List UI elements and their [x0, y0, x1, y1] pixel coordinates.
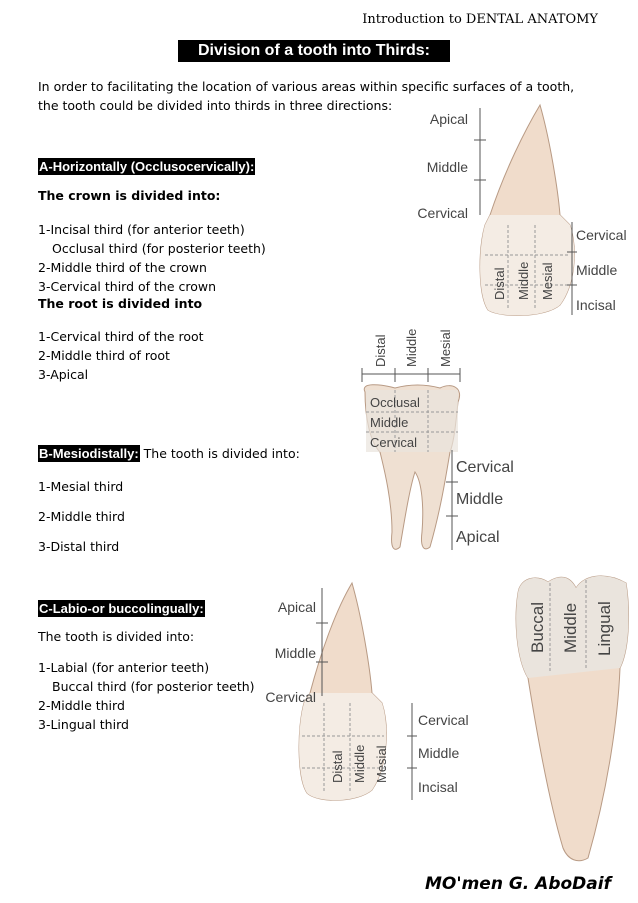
crown-item: 3-Cervical third of the crown — [38, 279, 217, 294]
section-c-heading: C-Labio-or buccolingually: — [38, 600, 205, 617]
label-right-cervical: Cervical — [576, 227, 627, 243]
root-item: 1-Cervical third of the root — [38, 329, 204, 344]
label-buccal: Buccal — [528, 602, 547, 653]
label-right-middle: Middle — [418, 745, 459, 761]
page-title: Division of a tooth into Thirds: — [178, 40, 450, 62]
label-mesial: Mesial — [374, 745, 389, 783]
label-middle-vertical: Middle — [516, 262, 531, 300]
crown-item: 1-Incisal third (for anterior teeth) — [38, 222, 245, 237]
label-distal: Distal — [330, 750, 345, 783]
labiolingual-item: Buccal third (for posterior teeth) — [52, 679, 255, 694]
label-right-cervical: Cervical — [456, 459, 514, 476]
author-signature: MO'men G. AboDaif — [425, 874, 611, 894]
section-b-heading: B-Mesiodistally: The tooth is divided in… — [38, 445, 300, 462]
label-mesial: Mesial — [540, 262, 555, 300]
label-cervical: Cervical — [265, 689, 316, 705]
label-right-incisal: Incisal — [576, 297, 616, 313]
label-right-cervical: Cervical — [418, 712, 469, 728]
root-item: 3-Apical — [38, 367, 89, 382]
label-right-middle: Middle — [456, 491, 503, 508]
incisor-thirds-figure: Apical Middle Cervical Distal Middle Mes… — [417, 103, 627, 316]
label-lingual: Lingual — [595, 601, 614, 656]
label-apical: Apical — [430, 111, 468, 127]
mesiodistal-item: 1-Mesial third — [38, 479, 124, 494]
section-a-heading: A-Horizontally (Occlusocervically): — [38, 158, 256, 175]
label-middle: Middle — [275, 645, 316, 661]
label-middle-top: Middle — [404, 329, 419, 367]
label-cervical: Cervical — [417, 205, 468, 221]
page-header: Introduction to DENTAL ANATOMY — [362, 12, 598, 27]
label-middle-vertical: Middle — [352, 745, 367, 783]
labiolingual-item: 2-Middle third — [38, 698, 125, 713]
labiolingual-item: 3-Lingual third — [38, 717, 129, 732]
label-middle: Middle — [561, 603, 580, 653]
crown-heading: The crown is divided into: — [38, 188, 221, 203]
label-apical: Apical — [278, 599, 316, 615]
label-crown-middle: Middle — [370, 415, 408, 430]
crown-item: Occlusal third (for posterior teeth) — [52, 241, 266, 256]
label-occlusal: Occlusal — [370, 395, 420, 410]
label-cervical: Cervical — [370, 435, 417, 450]
label-distal: Distal — [373, 334, 388, 367]
mesiodistal-item: 3-Distal third — [38, 539, 120, 554]
crown-item: 2-Middle third of the crown — [38, 260, 207, 275]
label-mesial: Mesial — [438, 329, 453, 367]
label-right-apical: Apical — [456, 529, 500, 546]
incisor-labiolingual-figure: Apical Middle Cervical Distal Middle Mes… — [265, 581, 469, 801]
label-distal: Distal — [492, 267, 507, 300]
labiolingual-text: The tooth is divided into: — [38, 629, 195, 644]
molar-buccolingual-figure: Buccal Middle Lingual — [515, 575, 629, 862]
label-right-incisal: Incisal — [418, 779, 458, 795]
mesiodistal-item: 2-Middle third — [38, 509, 125, 524]
label-middle: Middle — [427, 159, 468, 175]
root-item: 2-Middle third of root — [38, 348, 170, 363]
labiolingual-item: 1-Labial (for anterior teeth) — [38, 660, 210, 675]
root-heading: The root is divided into — [38, 296, 203, 311]
molar-mesiodistal-figure: Distal Middle Mesial Occlusal Middle Cer… — [361, 329, 514, 550]
label-right-middle: Middle — [576, 262, 617, 278]
intro-paragraph: In order to facilitating the location of… — [38, 79, 575, 113]
